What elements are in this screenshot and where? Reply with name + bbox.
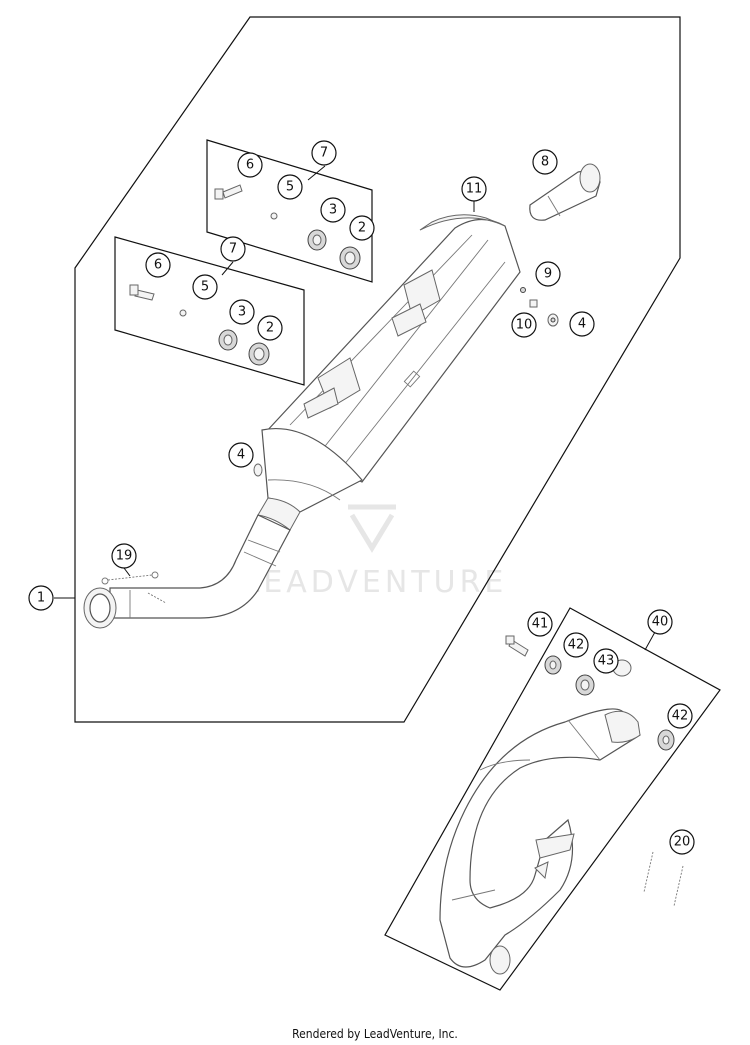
- svg-text:5: 5: [286, 180, 294, 195]
- header-kit-hardware: [505, 635, 675, 751]
- render-credit: Rendered by LeadVenture, Inc.: [292, 1027, 458, 1041]
- callout-43[interactable]: 43: [593, 648, 619, 674]
- svg-text:2: 2: [358, 221, 366, 236]
- end-cap: [529, 163, 601, 221]
- callout-9[interactable]: 9: [535, 261, 561, 287]
- header-pipe-box: [384, 607, 721, 991]
- svg-text:1: 1: [37, 591, 45, 606]
- svg-text:4: 4: [237, 448, 245, 463]
- callout-10[interactable]: 10: [511, 312, 537, 338]
- watermark-text: LEADVENTURE: [243, 565, 508, 600]
- header-pipe: [439, 659, 641, 975]
- callout-42-left[interactable]: 42: [563, 632, 589, 658]
- svg-text:7: 7: [320, 146, 328, 161]
- callout-5-lower[interactable]: 5: [192, 274, 218, 300]
- spring-19: [101, 571, 167, 604]
- svg-text:42: 42: [672, 709, 689, 724]
- callout-7-upper[interactable]: 7: [311, 140, 337, 166]
- silencer-assembly-boundary: [74, 16, 681, 723]
- callout-4-right[interactable]: 4: [569, 311, 595, 337]
- mount-kit-box-lower: [114, 236, 305, 386]
- callout-4-left[interactable]: 4: [228, 442, 254, 468]
- watermark: LEADVENTURE: [243, 504, 508, 600]
- svg-text:3: 3: [329, 203, 337, 218]
- callout-6-upper[interactable]: 6: [237, 152, 263, 178]
- callout-42-right[interactable]: 42: [667, 703, 693, 729]
- callout-19[interactable]: 19: [111, 543, 137, 569]
- svg-text:41: 41: [532, 617, 549, 632]
- svg-text:5: 5: [201, 280, 209, 295]
- spring-20: [643, 851, 684, 907]
- callout-41[interactable]: 41: [527, 611, 553, 637]
- callout-40[interactable]: 40: [647, 609, 673, 635]
- svg-text:9: 9: [544, 267, 552, 282]
- svg-text:19: 19: [116, 549, 133, 564]
- svg-text:20: 20: [674, 835, 691, 850]
- svg-text:42: 42: [568, 638, 585, 653]
- mount-kit-box-upper: [206, 139, 373, 283]
- callout-7-lower[interactable]: 7: [220, 236, 246, 262]
- leader-lines: [54, 165, 656, 651]
- svg-text:2: 2: [266, 321, 274, 336]
- callout-20[interactable]: 20: [669, 829, 695, 855]
- svg-text:7: 7: [229, 242, 237, 257]
- lower-kit-hardware: [129, 284, 270, 366]
- silencer-body: [264, 214, 521, 483]
- svg-text:6: 6: [154, 258, 162, 273]
- link-pipe: [83, 514, 291, 629]
- svg-text:11: 11: [466, 182, 483, 197]
- callout-2-upper[interactable]: 2: [349, 215, 375, 241]
- svg-text:4: 4: [578, 317, 586, 332]
- callout-11[interactable]: 11: [461, 176, 487, 202]
- svg-text:10: 10: [516, 318, 533, 333]
- small-hardware: [253, 287, 559, 477]
- svg-text:8: 8: [541, 155, 549, 170]
- callout-3-upper[interactable]: 3: [320, 197, 346, 223]
- svg-text:43: 43: [598, 654, 615, 669]
- svg-text:6: 6: [246, 158, 254, 173]
- callout-5-upper[interactable]: 5: [277, 174, 303, 200]
- callout-1[interactable]: 1: [28, 585, 54, 611]
- svg-text:40: 40: [652, 615, 669, 630]
- callout-6-lower[interactable]: 6: [145, 252, 171, 278]
- callout-8[interactable]: 8: [532, 149, 558, 175]
- upper-kit-hardware: [214, 184, 361, 270]
- svg-text:3: 3: [238, 305, 246, 320]
- callout-2-lower[interactable]: 2: [257, 315, 283, 341]
- callout-3-lower[interactable]: 3: [229, 299, 255, 325]
